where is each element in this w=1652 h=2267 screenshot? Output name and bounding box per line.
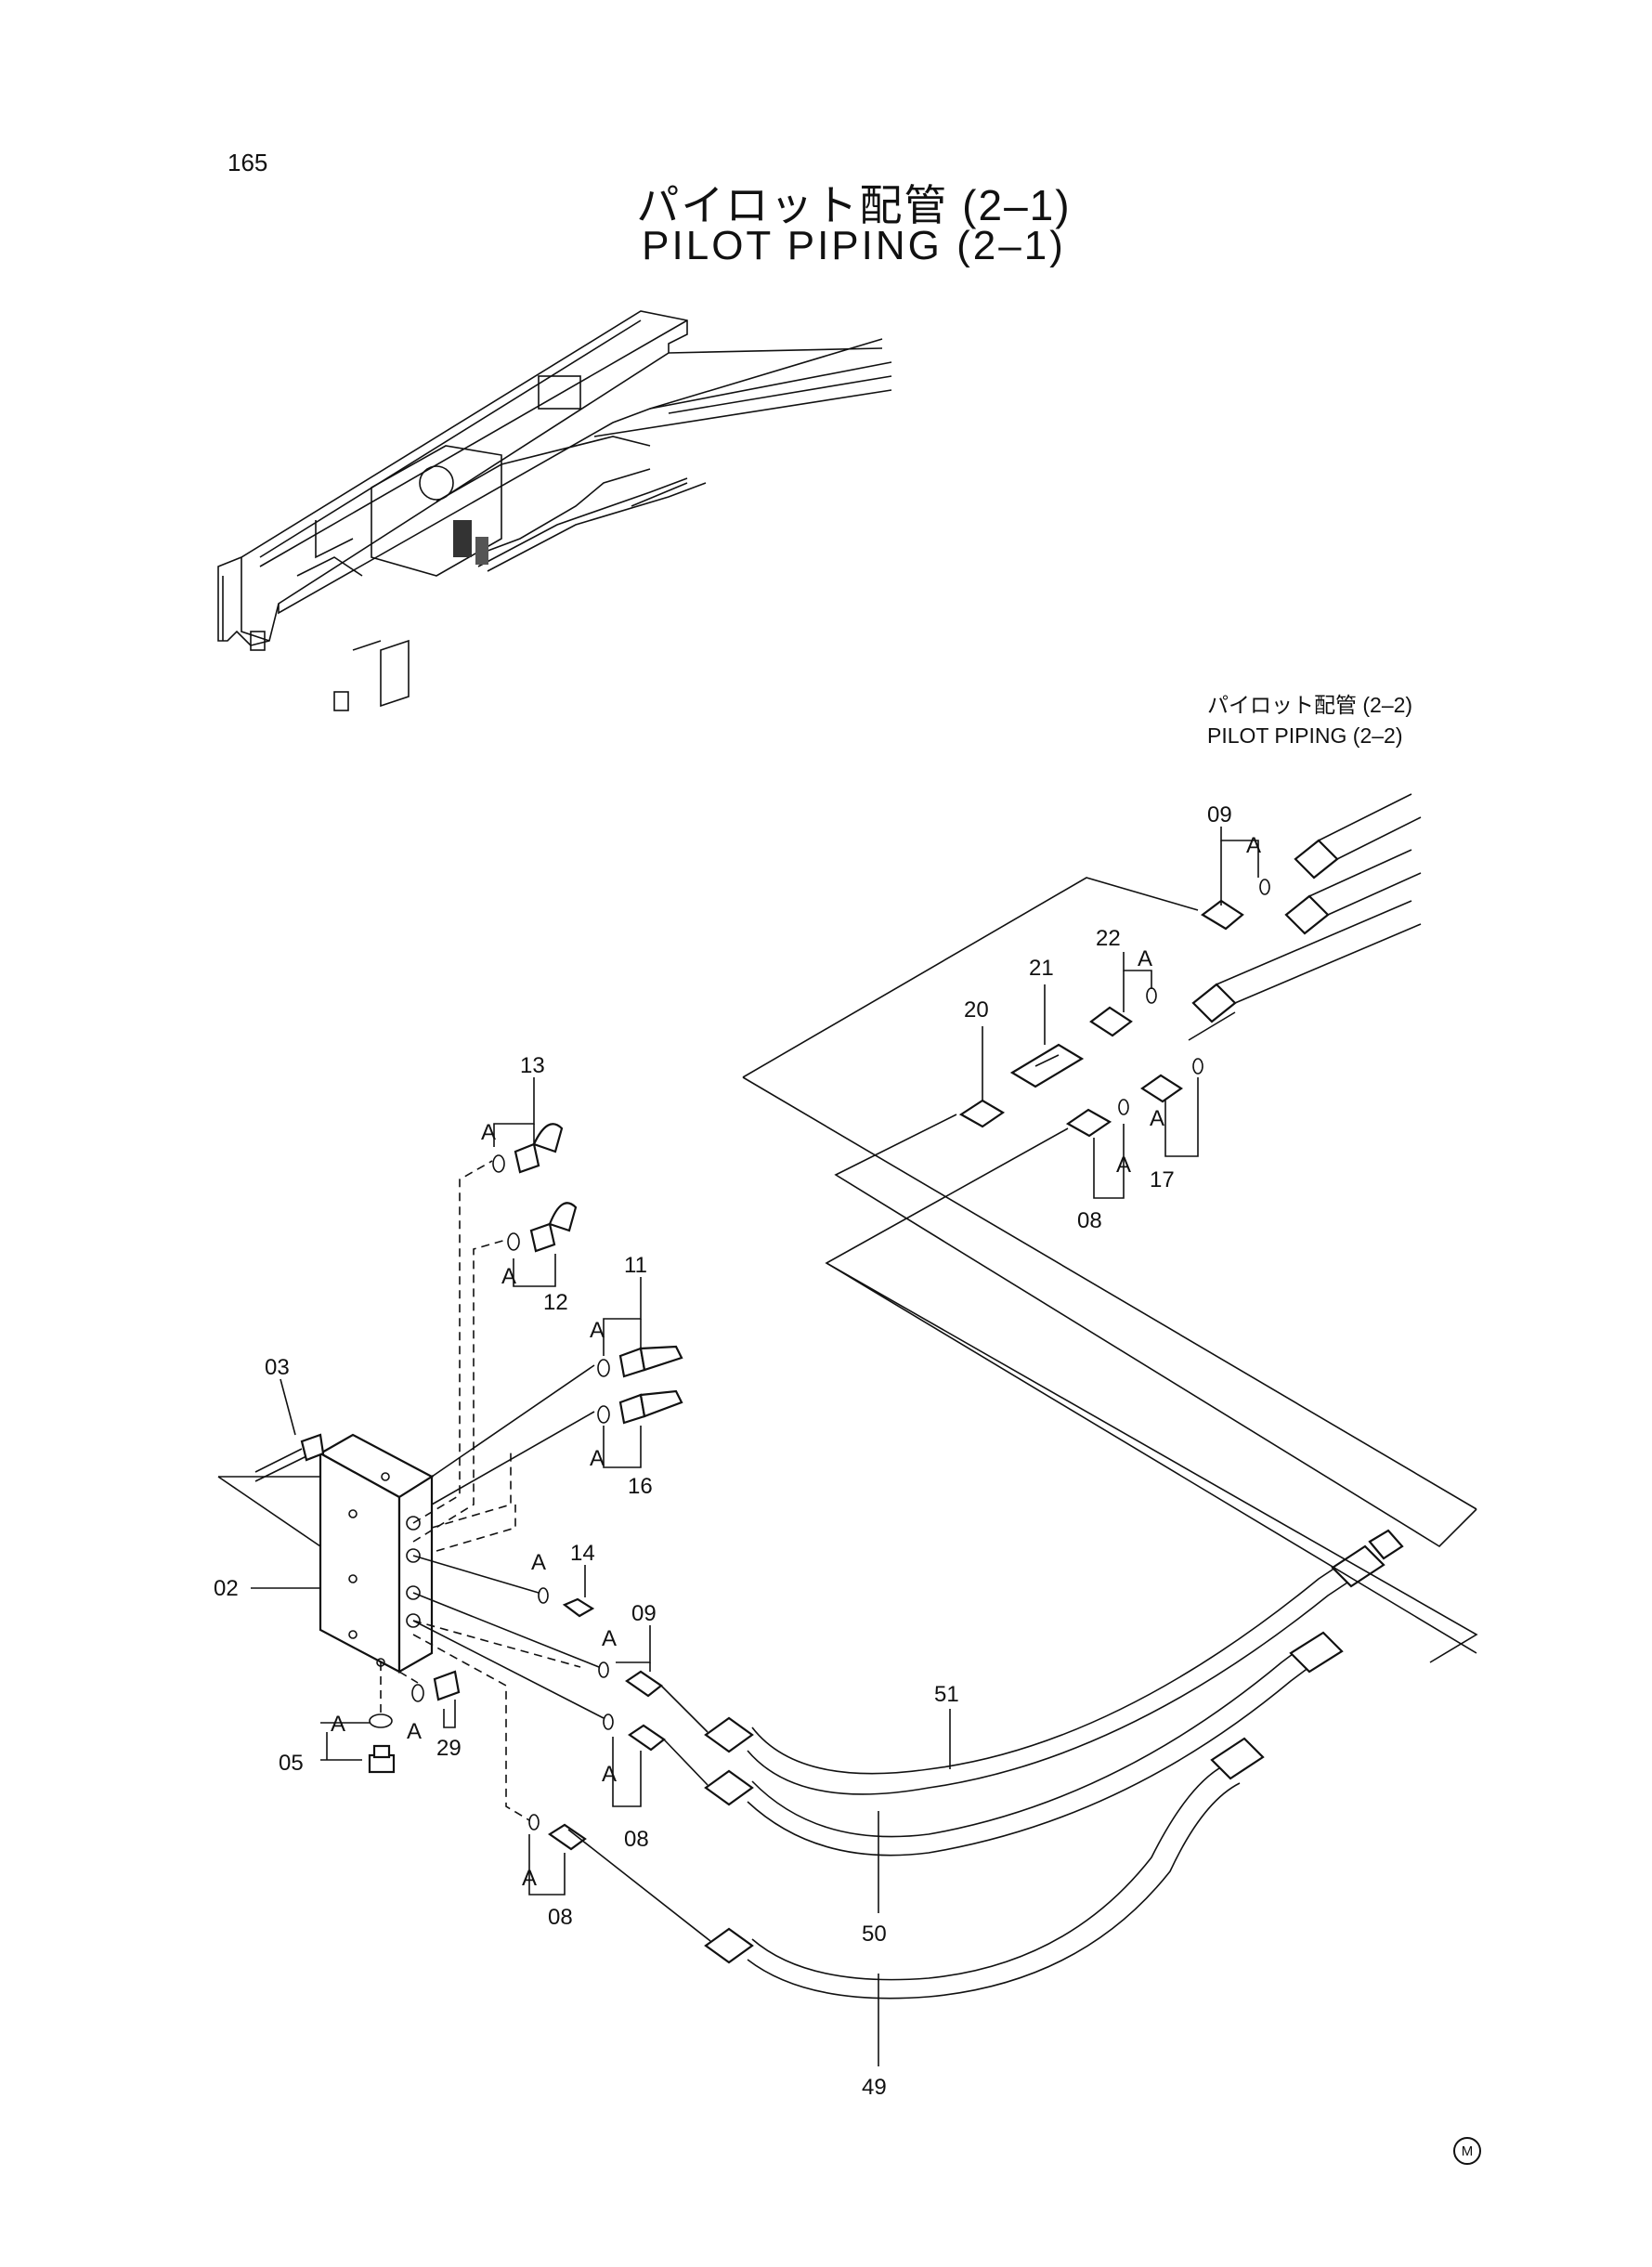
hose-50 xyxy=(704,1631,1344,1857)
callout-16: 16 xyxy=(628,1474,653,1499)
callout-29: 29 xyxy=(436,1736,462,1761)
callout-12: 12 xyxy=(543,1290,568,1315)
continuation-reference-english: PILOT PIPING (2–2) xyxy=(1207,723,1403,748)
adapter-09-upper xyxy=(1201,879,1270,931)
elbow-fitting-12 xyxy=(507,1202,578,1253)
adapter-08-lower xyxy=(528,1814,587,1851)
callout-02: 02 xyxy=(214,1576,239,1601)
hose-ends-upper-right xyxy=(1191,793,1422,1023)
callout-14: 14 xyxy=(570,1541,595,1566)
hose-51 xyxy=(704,1529,1404,1795)
callout-08-middle: 08 xyxy=(624,1827,649,1852)
oring-labels: A A A A A A A A A A A A A A xyxy=(331,833,1261,1891)
check-valve-21 xyxy=(1009,1043,1085,1088)
page-number: 165 xyxy=(228,149,268,176)
oring-label-11: A xyxy=(590,1318,605,1343)
valve-block-02 xyxy=(318,1433,435,1674)
oring-label-08-middle: A xyxy=(602,1762,617,1787)
callout-05: 05 xyxy=(279,1751,304,1776)
adapter-17 xyxy=(1140,1058,1203,1103)
oring-label-09-lower: A xyxy=(602,1626,617,1651)
oring-label-17: A xyxy=(1150,1106,1164,1131)
page-title-japanese: パイロット配管 (2–1) xyxy=(636,181,1072,229)
oring-label-05: A xyxy=(331,1712,345,1737)
page-title-english: PILOT PIPING (2–1) xyxy=(642,223,1066,268)
oring-label-08-lower: A xyxy=(522,1866,537,1891)
oring-label-22: A xyxy=(1138,946,1152,971)
oring-label-14: A xyxy=(531,1550,546,1575)
callout-20: 20 xyxy=(964,997,989,1023)
bolt-03 xyxy=(254,1433,325,1482)
fitting-14 xyxy=(538,1587,595,1618)
leader-lines xyxy=(251,827,1259,2066)
callout-49: 49 xyxy=(862,2075,887,2100)
assembly-lines xyxy=(217,877,1478,1942)
callout-08-upper: 08 xyxy=(1077,1208,1102,1233)
callout-09-lower: 09 xyxy=(631,1601,657,1626)
callout-11: 11 xyxy=(624,1253,647,1278)
oring-label-08-upper: A xyxy=(1116,1153,1131,1178)
callout-51: 51 xyxy=(934,1682,959,1707)
plug-05 xyxy=(368,1713,396,1774)
oring-label-13: A xyxy=(481,1120,496,1145)
adapter-08-upper xyxy=(1065,1099,1129,1138)
oring-label-16: A xyxy=(590,1446,605,1471)
oring-label-12: A xyxy=(501,1264,516,1289)
circled-m-mark: M xyxy=(1453,2137,1481,2165)
callout-08-lower: 08 xyxy=(548,1905,573,1930)
machine-frame-overview xyxy=(217,310,892,711)
callout-17: 17 xyxy=(1150,1167,1175,1192)
oring-label-09-upper: A xyxy=(1246,833,1261,858)
elbow-fitting-11 xyxy=(597,1345,683,1378)
fitting-29 xyxy=(411,1670,461,1702)
adapter-09-lower xyxy=(598,1661,663,1698)
oring-label-29: A xyxy=(407,1719,422,1744)
hose-49 xyxy=(704,1737,1265,2000)
callout-03: 03 xyxy=(265,1355,290,1380)
callout-22: 22 xyxy=(1096,926,1121,951)
elbow-fitting-16 xyxy=(597,1389,683,1425)
continuation-reference-japanese: パイロット配管 (2–2) xyxy=(1207,693,1413,717)
adapter-20 xyxy=(958,1099,1006,1128)
callout-21: 21 xyxy=(1029,956,1054,981)
callout-09-upper: 09 xyxy=(1207,802,1232,827)
part-callouts: 02 03 05 08 08 08 09 09 11 12 13 14 16 1… xyxy=(214,802,1232,2100)
callout-50: 50 xyxy=(862,1922,887,1947)
elbow-fitting-13 xyxy=(492,1123,564,1174)
callout-13: 13 xyxy=(520,1053,545,1078)
